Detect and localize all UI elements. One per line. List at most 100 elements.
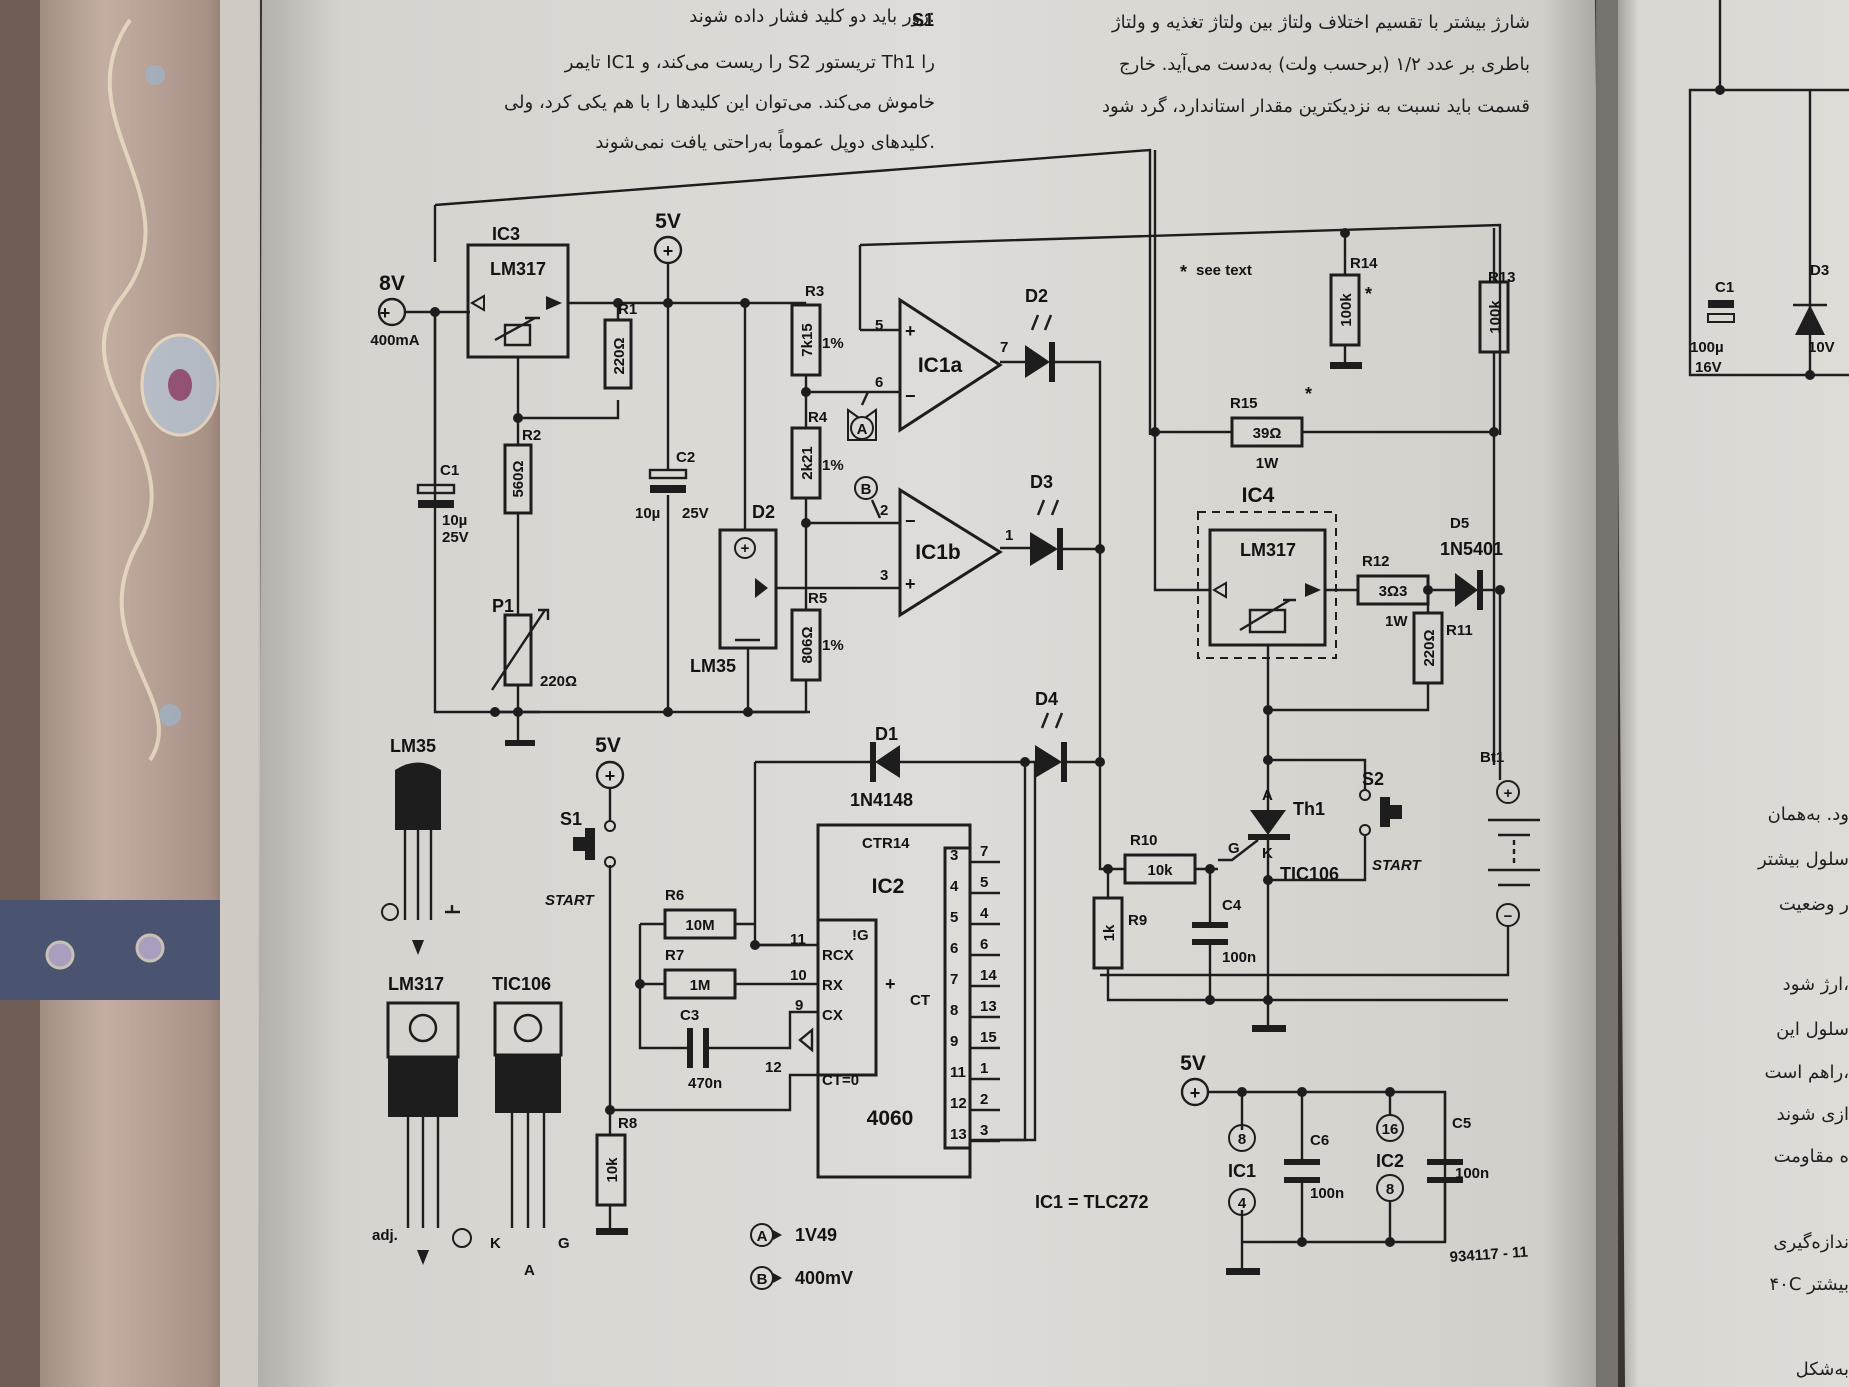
svg-text:S2: S2 — [1362, 769, 1384, 789]
svg-text:+: + — [905, 574, 916, 594]
svg-text:C2: C2 — [676, 449, 695, 466]
d1-diode: D1 1N4148 — [850, 724, 913, 810]
svg-text:LM317: LM317 — [490, 259, 546, 279]
svg-text:400mA: 400mA — [370, 332, 419, 349]
package-lm35: LM35 — [381, 736, 460, 955]
ic2-pin-number: 1 — [980, 1060, 988, 1077]
r3-resistor: 7k15 R3 1% — [790, 283, 844, 377]
svg-text:7k15: 7k15 — [799, 323, 816, 356]
package-tic106: TIC106 K A G — [490, 974, 570, 1279]
svg-text:+: + — [905, 321, 916, 341]
svg-text:25V: 25V — [682, 505, 709, 522]
ic2-pin-number: 7 — [980, 843, 988, 860]
svg-text:D3: D3 — [1810, 262, 1829, 279]
svg-text:زور باید دو کلید فشار داده شون: زور باید دو کلید فشار داده شوند: — [689, 6, 935, 27]
c1-capacitor: C1 10µ 25V — [416, 312, 469, 546]
svg-text:S1: S1 — [912, 10, 934, 30]
svg-text:S1: S1 — [560, 809, 582, 829]
svg-text:RCX: RCX — [822, 947, 854, 964]
svg-text:1: 1 — [1005, 527, 1013, 544]
svg-text:100n: 100n — [1455, 1165, 1489, 1182]
svg-text:سلول بیشتر: سلول بیشتر — [1757, 849, 1849, 870]
svg-text:−: − — [905, 386, 916, 406]
svg-text:470n: 470n — [688, 1075, 722, 1092]
svg-text:+: + — [1190, 1083, 1201, 1103]
main-page — [258, 0, 1610, 1387]
svg-text:Bt1: Bt1 — [1480, 749, 1504, 766]
r4-resistor: 2k21 R4 1% — [790, 409, 844, 500]
svg-text:قسمت باید نسبت به نزدیکترین مق: قسمت باید نسبت به نزدیکترین مقدار استاند… — [1102, 95, 1530, 117]
svg-text:D4: D4 — [1035, 689, 1058, 709]
svg-text:1W: 1W — [1256, 455, 1279, 472]
svg-text:C1: C1 — [440, 462, 459, 479]
svg-text:+: + — [741, 540, 750, 557]
svg-text:ود. به‌همان: ود. به‌همان — [1768, 804, 1849, 825]
svg-text:25V: 25V — [442, 529, 469, 546]
svg-text:1N5401: 1N5401 — [1440, 539, 1503, 559]
ic2-pin-number: 5 — [980, 874, 988, 891]
svg-text:2: 2 — [880, 502, 888, 519]
ic2-pin-number: 3 — [980, 1122, 988, 1139]
svg-text:1%: 1% — [822, 637, 844, 654]
svg-text:39Ω: 39Ω — [1253, 425, 1282, 442]
ic2-q-pin: 7 — [950, 971, 958, 988]
svg-text:CTR14: CTR14 — [862, 835, 910, 852]
book-cover — [0, 0, 260, 1387]
svg-text:2k21: 2k21 — [799, 446, 816, 479]
svg-text:ارژ شود،: ارژ شود، — [1783, 974, 1849, 995]
svg-text:LM317: LM317 — [1240, 540, 1296, 560]
svg-text:+: + — [380, 303, 391, 323]
ic2-q-pin: 9 — [950, 1033, 958, 1050]
svg-text:P1: P1 — [492, 596, 514, 616]
svg-text:START: START — [1372, 857, 1422, 874]
svg-text:ازی شوند: ازی شوند — [1777, 1104, 1849, 1125]
right-page-text: ود. به‌همان سلول بیشتر ر وضعیت ارژ شود، … — [1757, 804, 1849, 1380]
svg-text:220Ω: 220Ω — [540, 673, 577, 690]
svg-text:220Ω: 220Ω — [611, 337, 628, 374]
svg-text:TIC106: TIC106 — [492, 974, 551, 994]
svg-text:5V: 5V — [1180, 1052, 1206, 1075]
c2-capacitor: C2 10µ 25V — [635, 303, 709, 712]
svg-text:220Ω: 220Ω — [1421, 629, 1438, 666]
svg-text:IC2: IC2 — [1376, 1151, 1404, 1171]
svg-text:راهم است،: راهم است، — [1765, 1062, 1849, 1083]
svg-text:R9: R9 — [1128, 912, 1147, 929]
svg-text:adj.: adj. — [372, 1227, 398, 1244]
d5-diode: D5 1N5401 — [1440, 515, 1503, 610]
svg-text:5V: 5V — [595, 734, 621, 757]
r5-resistor: 806Ω R5 1% — [790, 590, 844, 682]
svg-text:+: + — [1504, 785, 1513, 802]
svg-text:1%: 1% — [822, 457, 844, 474]
svg-text:ندازه‌گیری: ندازه‌گیری — [1773, 1231, 1849, 1253]
svg-text:−: − — [1504, 908, 1513, 925]
svg-text:R1: R1 — [618, 301, 637, 318]
svg-text:R4: R4 — [808, 409, 828, 426]
svg-text:*: * — [1180, 262, 1187, 282]
svg-text:D2: D2 — [752, 502, 775, 522]
svg-text:1k: 1k — [1101, 924, 1118, 941]
svg-text:4: 4 — [1238, 1195, 1247, 1212]
svg-text:16V: 16V — [1695, 359, 1722, 376]
svg-text:100k: 100k — [1338, 293, 1355, 327]
s2-start-switch[interactable]: S2 START — [1268, 758, 1422, 882]
svg-text:LM35: LM35 — [390, 736, 436, 756]
svg-text:CX: CX — [822, 1007, 843, 1024]
svg-text:D3: D3 — [1030, 472, 1053, 492]
svg-text:C4: C4 — [1222, 897, 1242, 914]
ic2-pin-number: 14 — [980, 967, 997, 984]
svg-text:Th1: Th1 — [1293, 799, 1325, 819]
see-text-note: * see text — [1180, 262, 1252, 282]
ic2-4060: CTR14 IC2 !G RCX RX CX CT=0 + CT 4060 — [798, 823, 972, 1179]
svg-text:1N4148: 1N4148 — [850, 790, 913, 810]
svg-text:کلیدهای دوپل عموماً به‌راحتی ی: کلیدهای دوپل عموماً به‌راحتی یافت نمی‌شو… — [595, 129, 935, 153]
svg-text:ر وضعیت: ر وضعیت — [1779, 894, 1849, 915]
svg-text:10µ: 10µ — [635, 505, 660, 522]
svg-text:10V: 10V — [1808, 339, 1835, 356]
svg-text:100µ: 100µ — [1690, 339, 1724, 356]
s1-start-switch[interactable]: S1 START — [545, 809, 616, 909]
svg-text:1W: 1W — [1385, 613, 1408, 630]
ornament-icon — [45, 18, 220, 970]
svg-text:به‌شکل: به‌شکل — [1796, 1359, 1849, 1380]
svg-text:START: START — [545, 892, 595, 909]
